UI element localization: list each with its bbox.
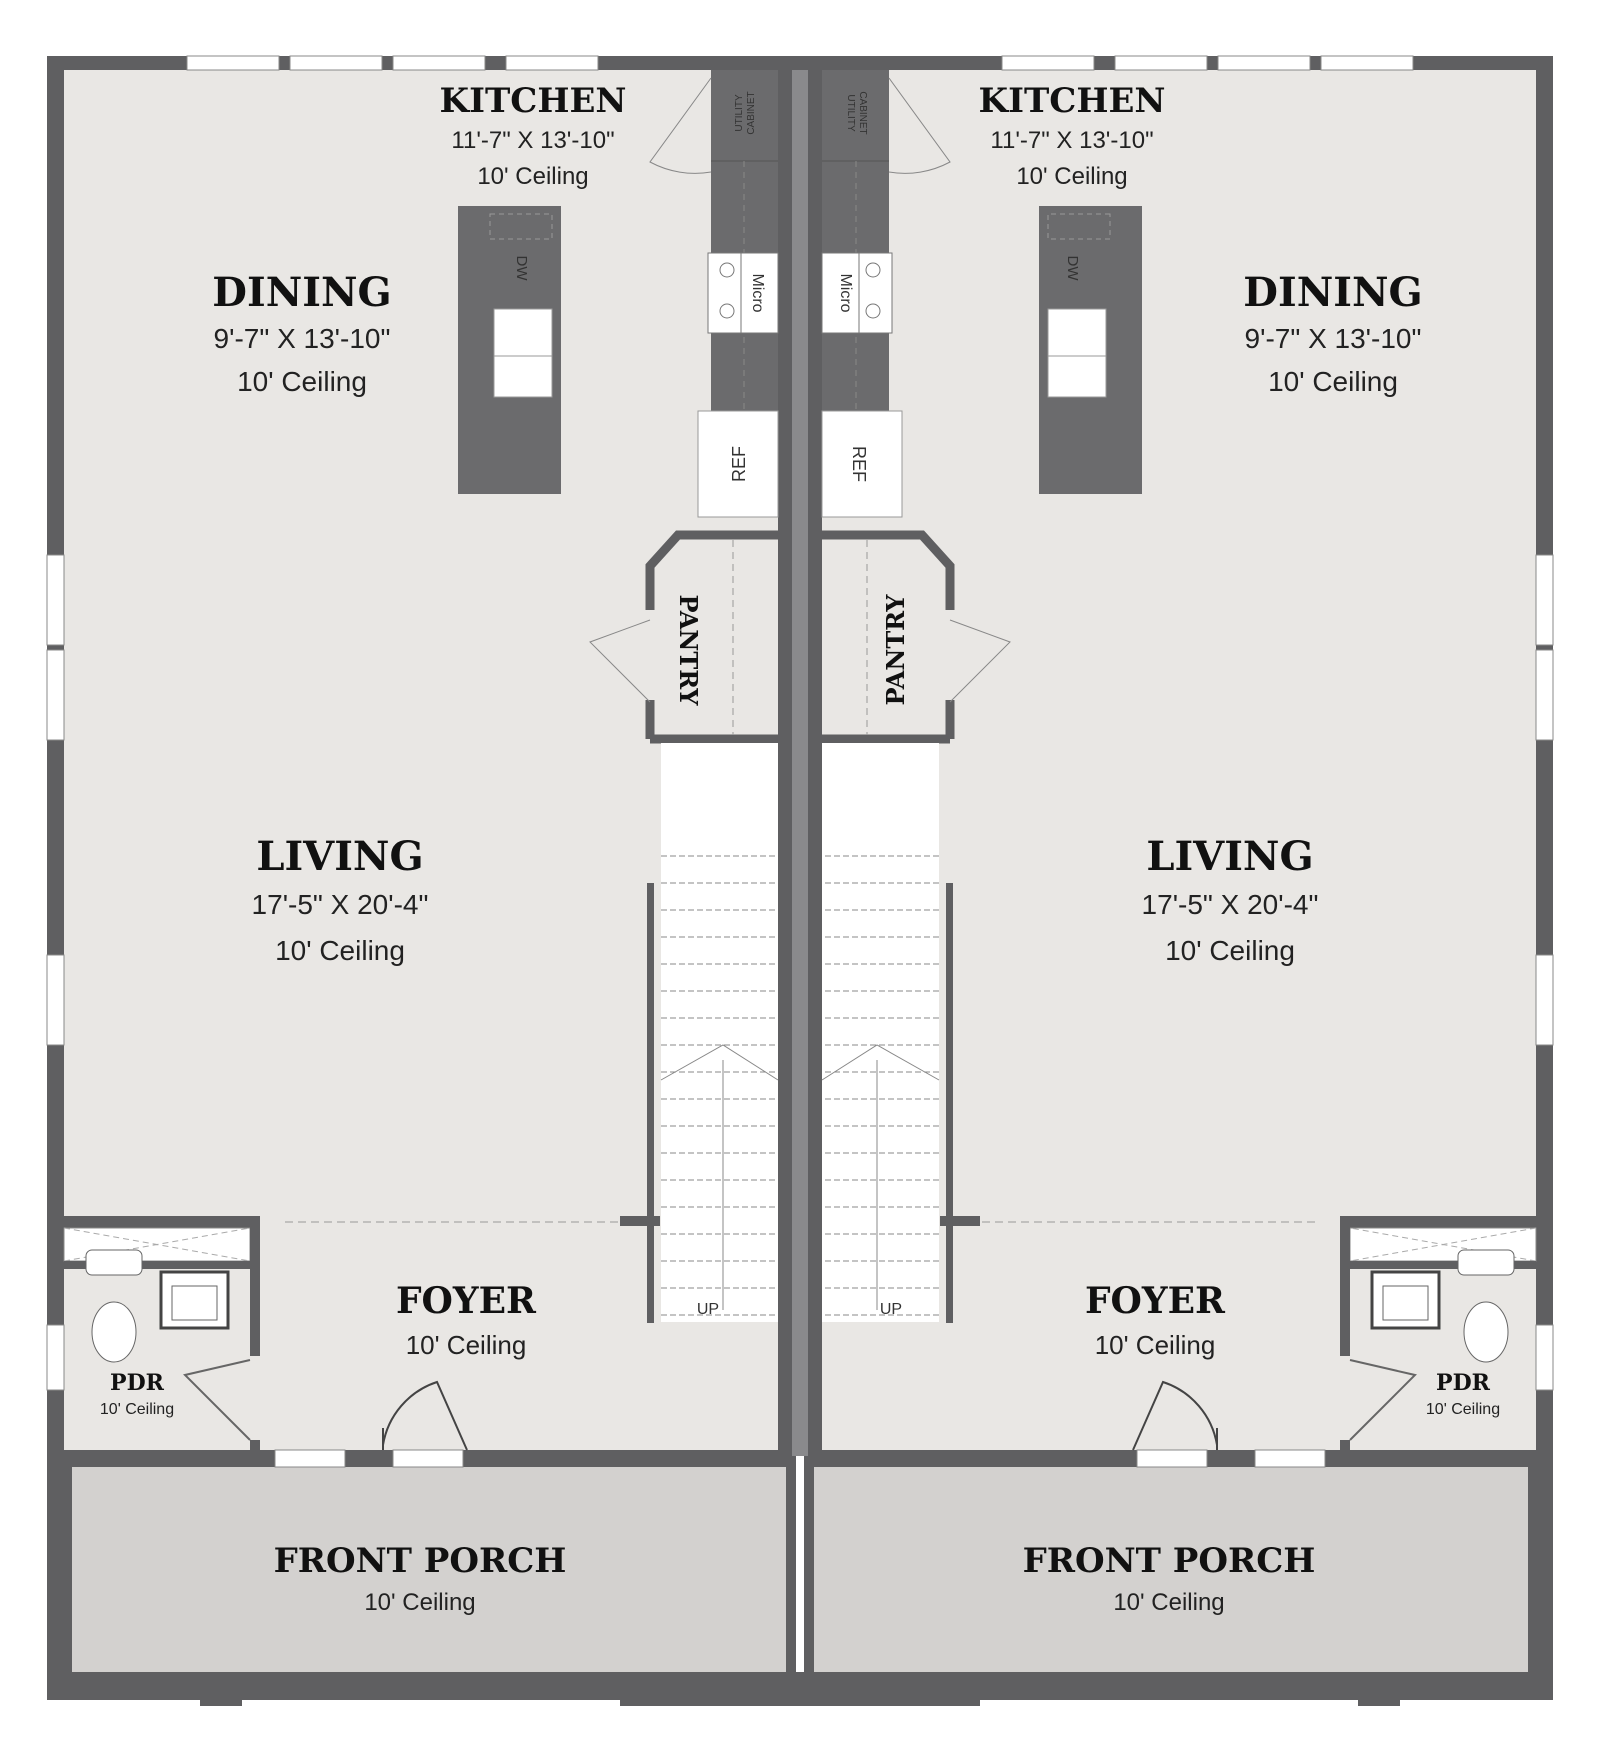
pdr-ceiling: 10' Ceiling (100, 1401, 174, 1418)
dining-label: DINING (212, 269, 391, 316)
pdr-ceiling: 10' Ceiling (1426, 1401, 1500, 1418)
kitchen-ceiling: 10' Ceiling (477, 163, 588, 190)
refrigerator-label: REF (729, 446, 749, 482)
living-dims: 17'-5" X 20'-4" (1142, 889, 1319, 920)
foyer-label: FOYER (396, 1280, 537, 1322)
living-label: LIVING (1146, 833, 1313, 880)
kitchen-dims: 11'-7" X 13'-10" (990, 127, 1153, 154)
porch-label: FRONT PORCH (1023, 1541, 1316, 1581)
unit-right-labels: KITCHEN 11'-7" X 13'-10" 10' Ceiling DIN… (837, 81, 1500, 1616)
stairs-up-label: UP (880, 1301, 902, 1318)
kitchen-label: KITCHEN (440, 81, 627, 121)
utility-cabinet-label-2: CABINET (857, 91, 868, 134)
utility-cabinet-label-2: CABINET (746, 91, 757, 134)
porch-label: FRONT PORCH (274, 1541, 567, 1581)
dishwasher-label: DW (1064, 256, 1081, 282)
unit-left-plan (47, 56, 807, 1706)
dining-dims: 9'-7" X 13'-10" (1245, 323, 1422, 354)
living-ceiling: 10' Ceiling (275, 935, 405, 966)
kitchen-dims: 11'-7" X 13'-10" (451, 127, 614, 154)
pantry-label: PANTRY (674, 594, 703, 706)
foyer-label: FOYER (1085, 1280, 1226, 1322)
kitchen-ceiling: 10' Ceiling (1016, 163, 1127, 190)
dining-dims: 9'-7" X 13'-10" (214, 323, 391, 354)
porch-ceiling: 10' Ceiling (1113, 1589, 1224, 1616)
dishwasher-label: DW (513, 256, 530, 282)
dining-ceiling: 10' Ceiling (1268, 366, 1398, 397)
refrigerator-label: REF (849, 446, 869, 482)
pdr-label: PDR (1436, 1370, 1491, 1396)
microwave-label: Micro (749, 273, 766, 312)
microwave-label: Micro (837, 273, 854, 312)
porch-ceiling: 10' Ceiling (364, 1589, 475, 1616)
foyer-ceiling: 10' Ceiling (1095, 1330, 1216, 1360)
living-ceiling: 10' Ceiling (1165, 935, 1295, 966)
pdr-label: PDR (110, 1370, 165, 1396)
unit-right-plan (793, 56, 1553, 1706)
living-dims: 17'-5" X 20'-4" (252, 889, 429, 920)
utility-cabinet-label: UTILITY (845, 94, 856, 132)
living-label: LIVING (256, 833, 423, 880)
kitchen-label: KITCHEN (979, 81, 1166, 121)
dining-label: DINING (1243, 269, 1422, 316)
pantry-label: PANTRY (881, 594, 910, 706)
foyer-ceiling: 10' Ceiling (406, 1330, 527, 1360)
unit-left-labels: KITCHEN 11'-7" X 13'-10" 10' Ceiling DIN… (100, 81, 766, 1616)
dining-ceiling: 10' Ceiling (237, 366, 367, 397)
utility-cabinet-label: UTILITY (734, 94, 745, 132)
stairs-up-label: UP (697, 1301, 719, 1318)
